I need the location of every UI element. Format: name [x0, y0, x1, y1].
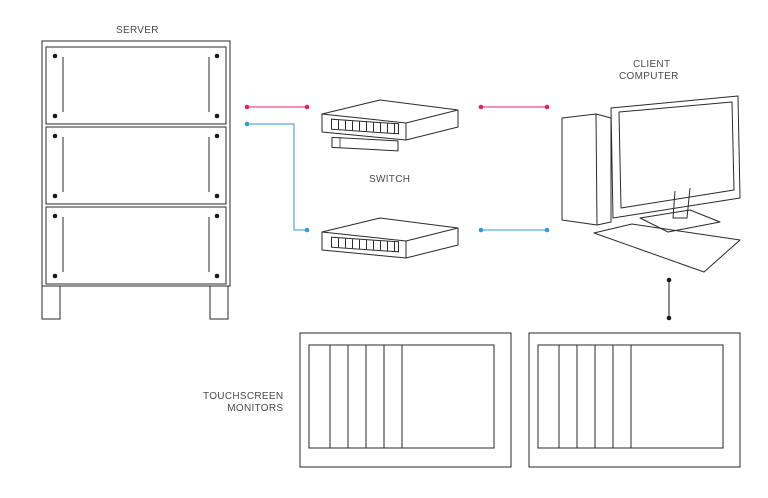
server-screws [52, 53, 220, 279]
server-unit-2 [45, 126, 227, 205]
link-blue-switch-client [478, 227, 550, 233]
link-blue-server-switch [244, 121, 310, 233]
server-leg-right [209, 285, 229, 320]
link-client-monitor [666, 277, 672, 321]
switch-bottom [321, 217, 459, 259]
client-computer-label: CLIENT COMPUTER [619, 59, 679, 82]
server-label: SERVER [116, 25, 159, 36]
computer-monitor [610, 95, 741, 219]
link-red-switch-client [478, 104, 550, 110]
server-rack [41, 40, 231, 320]
touchscreen-monitor-2 [528, 332, 741, 468]
server-leg-left [41, 285, 61, 320]
link-red-server-switch [244, 104, 310, 110]
switch-label: SWITCH [369, 174, 411, 185]
computer-tower [561, 113, 612, 226]
switch-top [321, 99, 459, 152]
computer-keyboard [593, 223, 741, 273]
server-unit-1 [45, 46, 227, 125]
touchscreen-monitors-label: TOUCHSCREEN MONITORS [203, 391, 284, 414]
server-unit-3 [45, 206, 227, 285]
touchscreen-monitor-1 [299, 332, 512, 468]
client-computer [561, 95, 741, 273]
